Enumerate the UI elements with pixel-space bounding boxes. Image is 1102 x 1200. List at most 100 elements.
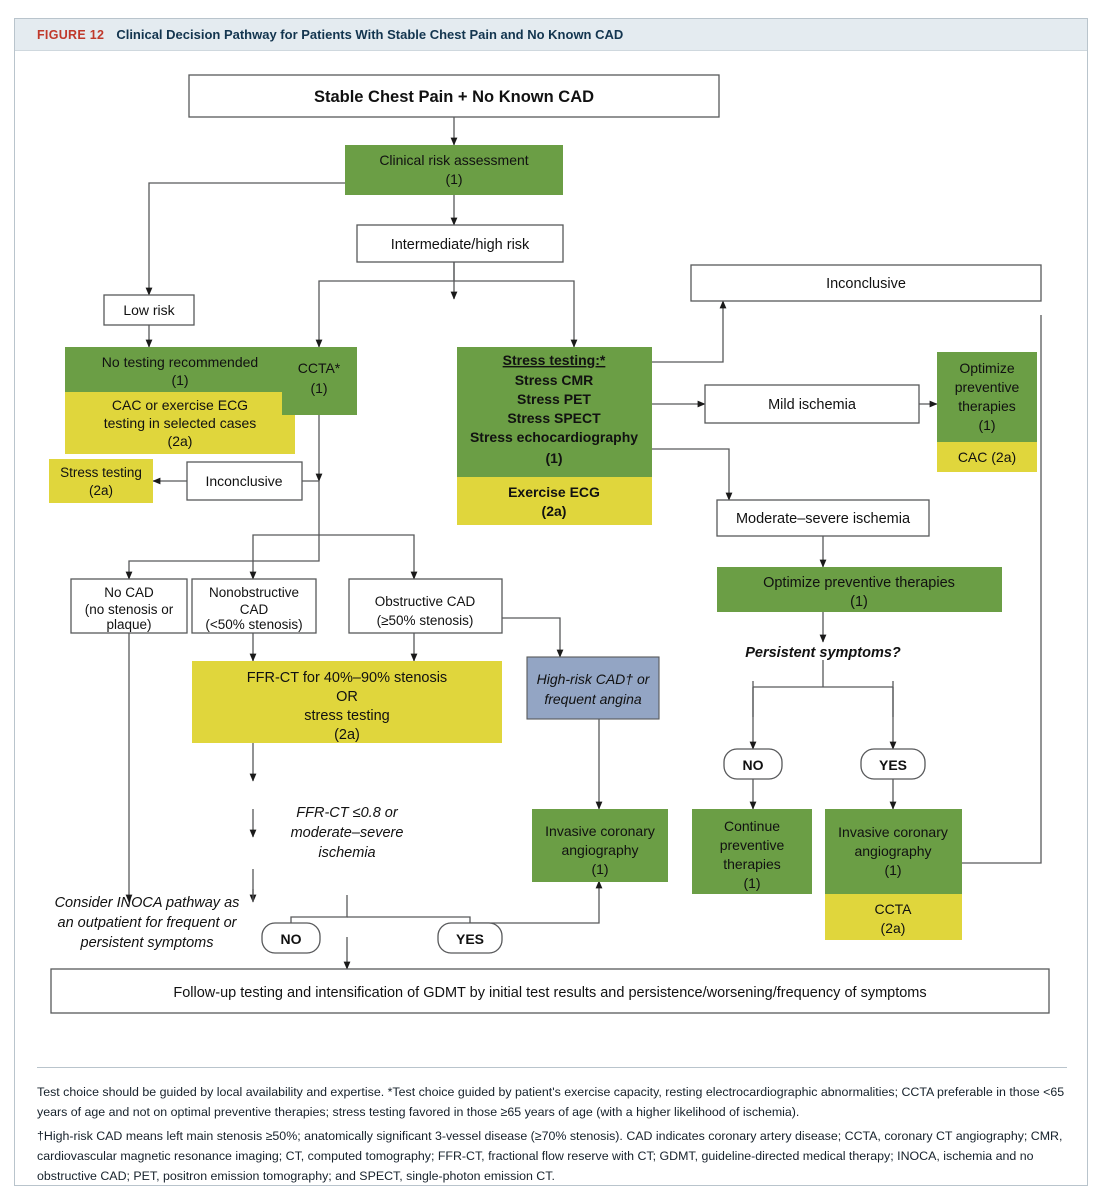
node-high-risk-cad-line-0: High-risk CAD† or <box>537 671 651 687</box>
node-invasive-mid-line-1: angiography <box>561 842 638 858</box>
node-ccta-line-1: (1) <box>310 380 327 396</box>
node-no-mid-line-0: NO <box>281 931 302 947</box>
figure-title: Clinical Decision Pathway for Patients W… <box>116 27 624 42</box>
node-ffr-ct-line-1: OR <box>336 689 358 705</box>
footnote-paragraph-1: Test choice should be guided by local av… <box>37 1085 1065 1120</box>
node-no-testing-line-0: No testing recommended <box>102 354 258 370</box>
node-moderate-severe-ischemia: Moderate–severe ischemia <box>716 499 930 537</box>
node-invasive-mid: Invasive coronary angiography (1) <box>532 809 668 882</box>
node-cac-exercise-line-1: testing in selected cases <box>104 415 257 431</box>
node-stress-testing-2a-line-1: (2a) <box>89 483 113 498</box>
node-yes-mid: YES <box>437 922 503 954</box>
node-ccta-2a-line-0: CCTA <box>874 901 912 917</box>
node-stress-testing-line-4: Stress echocardiography <box>470 429 638 445</box>
node-ccta-2a: CCTA (2a) <box>825 894 962 940</box>
node-clinical-risk-line-1: (1) <box>445 171 462 187</box>
node-obstructive-line-1: (≥50% stenosis) <box>377 613 474 628</box>
node-persistent-symptoms: Persistent symptoms? <box>745 645 901 661</box>
node-start-line-0: Stable Chest Pain + No Known CAD <box>314 88 594 106</box>
node-ffr-ct-line-3: (2a) <box>334 727 360 743</box>
node-stress-testing-line-0: Stress testing:* <box>503 352 606 368</box>
node-inoca-line-0: Consider INOCA pathway as <box>55 895 240 911</box>
node-ffr-ct: FFR-CT for 40%–90% stenosis OR stress te… <box>192 661 502 743</box>
node-high-risk-cad-line-1: frequent angina <box>544 691 642 707</box>
node-yes-right-line-0: YES <box>879 757 907 773</box>
node-invasive-right-line-0: Invasive coronary <box>838 824 948 840</box>
node-stress-testing-line-2: Stress PET <box>517 391 591 407</box>
node-exercise-ecg: Exercise ECG (2a) <box>457 477 652 525</box>
node-continue-prev-line-2: therapies <box>723 856 781 872</box>
node-no-cad-line-0: No CAD <box>104 585 154 600</box>
node-cac-exercise-line-2: (2a) <box>168 433 193 449</box>
node-no-testing: No testing recommended (1) <box>65 347 295 392</box>
node-mild-ischemia-line-0: Mild ischemia <box>768 397 857 413</box>
node-cac-exercise-ecg: CAC or exercise ECG testing in selected … <box>65 392 295 454</box>
node-invasive-right: Invasive coronary angiography (1) <box>825 809 962 894</box>
figure-container: FIGURE 12 Clinical Decision Pathway for … <box>14 18 1088 1186</box>
node-optimize-prev-right-line-2: therapies <box>958 398 1016 414</box>
node-inconclusive-left: Inconclusive <box>186 461 303 501</box>
node-inconclusive-right-line-0: Inconclusive <box>826 276 906 292</box>
node-no-cad: No CAD (no stenosis or plaque) <box>70 578 188 634</box>
figure-footnote: Test choice should be guided by local av… <box>37 1067 1067 1190</box>
node-nonobstructive-cad: Nonobstructive CAD (<50% stenosis) <box>191 578 317 634</box>
node-continue-preventive: Continue preventive therapies (1) <box>692 809 812 894</box>
node-inoca: Consider INOCA pathway as an outpatient … <box>55 895 240 951</box>
node-exercise-ecg-line-1: (2a) <box>542 503 567 519</box>
node-invasive-right-line-2: (1) <box>884 862 901 878</box>
node-yes-right: YES <box>860 748 926 780</box>
node-cac-exercise-line-0: CAC or exercise ECG <box>112 397 248 413</box>
node-clinical-risk: Clinical risk assessment (1) <box>345 145 563 195</box>
node-no-right-line-0: NO <box>743 757 764 773</box>
node-cac-2a: CAC (2a) <box>937 442 1037 472</box>
node-cac-2a-line-0: CAC (2a) <box>958 449 1016 465</box>
node-stress-testing-line-1: Stress CMR <box>515 372 594 388</box>
footnote-paragraph-2: †High-risk CAD means left main stenosis … <box>37 1129 1063 1184</box>
node-ccta: CCTA* (1) <box>282 347 357 415</box>
node-obstructive-line-0: Obstructive CAD <box>375 594 476 609</box>
flowchart-canvas: Stable Chest Pain + No Known CAD Clinica… <box>29 57 1071 1037</box>
node-ccta-line-0: CCTA* <box>298 360 341 376</box>
node-ffr-ct-line-0: FFR-CT for 40%–90% stenosis <box>247 670 447 686</box>
node-nonobstructive-line-2: (<50% stenosis) <box>205 617 302 632</box>
node-intermediate-high-risk-line-0: Intermediate/high risk <box>391 237 530 253</box>
node-stress-testing-2a: Stress testing (2a) <box>49 459 153 503</box>
node-invasive-right-line-1: angiography <box>854 843 931 859</box>
node-mild-ischemia: Mild ischemia <box>704 384 920 424</box>
node-obstructive-cad: Obstructive CAD (≥50% stenosis) <box>348 578 503 634</box>
node-followup-line-0: Follow-up testing and intensification of… <box>173 985 926 1001</box>
node-persistent-symptoms-line-0: Persistent symptoms? <box>745 645 901 661</box>
node-no-mid: NO <box>261 922 321 954</box>
node-no-right: NO <box>723 748 783 780</box>
node-inoca-line-1: an outpatient for frequent or <box>58 915 238 931</box>
node-stress-testing: Stress testing:* Stress CMR Stress PET S… <box>457 347 652 477</box>
node-invasive-mid-line-0: Invasive coronary <box>545 823 655 839</box>
node-ffr-result: FFR-CT ≤0.8 or moderate–severe ischemia <box>291 805 404 861</box>
node-exercise-ecg-line-0: Exercise ECG <box>508 484 600 500</box>
node-optimize-preventive-wide: Optimize preventive therapies (1) <box>717 567 1002 612</box>
node-ffr-result-line-0: FFR-CT ≤0.8 or <box>296 805 399 821</box>
node-optimize-prev-right-line-1: preventive <box>955 379 1020 395</box>
figure-tag: FIGURE 12 <box>37 27 105 42</box>
node-ffr-result-line-2: ischemia <box>318 845 375 861</box>
node-no-testing-line-1: (1) <box>171 372 188 388</box>
node-optimize-prev-wide-line-1: (1) <box>850 594 868 610</box>
node-optimize-preventive-right: Optimize preventive therapies (1) <box>937 352 1037 442</box>
node-optimize-prev-wide-line-0: Optimize preventive therapies <box>763 575 955 591</box>
node-optimize-prev-right-line-3: (1) <box>978 417 995 433</box>
node-stress-testing-line-3: Stress SPECT <box>507 410 601 426</box>
node-start: Stable Chest Pain + No Known CAD <box>188 74 720 118</box>
node-low-risk: Low risk <box>103 294 195 326</box>
node-optimize-prev-right-line-0: Optimize <box>959 360 1014 376</box>
node-ffr-ct-line-2: stress testing <box>304 708 389 724</box>
connector-lines <box>252 660 894 923</box>
node-clinical-risk-line-0: Clinical risk assessment <box>379 152 528 168</box>
node-nonobstructive-line-0: Nonobstructive <box>209 585 299 600</box>
node-invasive-mid-line-2: (1) <box>591 861 608 877</box>
figure-header: FIGURE 12 Clinical Decision Pathway for … <box>15 19 1087 51</box>
node-intermediate-high-risk: Intermediate/high risk <box>356 224 564 263</box>
node-continue-prev-line-3: (1) <box>743 875 760 891</box>
node-ccta-2a-line-1: (2a) <box>881 920 906 936</box>
node-no-cad-line-2: plaque) <box>106 617 151 632</box>
